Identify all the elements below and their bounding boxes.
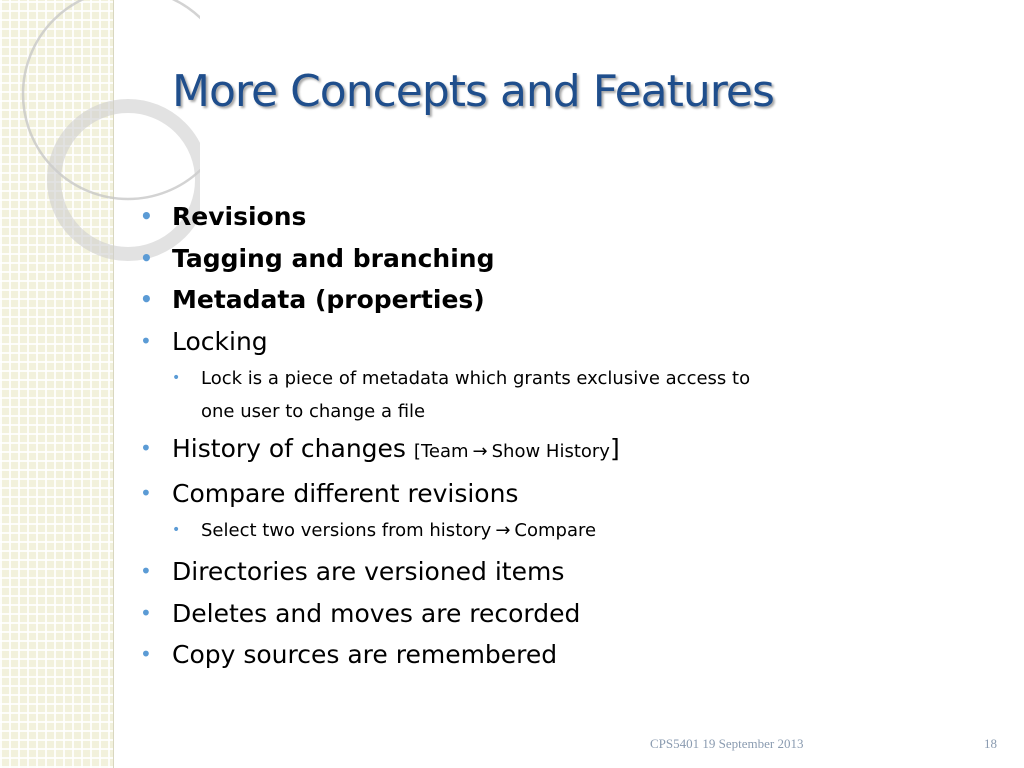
- bullet-text: Copy sources are remembered: [172, 640, 558, 669]
- bullet-locking: Locking: [140, 321, 1000, 363]
- bullet-tagging: Tagging and branching: [140, 238, 1000, 280]
- decorative-arcs: [21, 0, 200, 261]
- bullet-text: Revisions: [172, 202, 307, 231]
- bullet-compare: Compare different revisions: [140, 473, 1000, 515]
- menu-path-end: Show History: [491, 441, 610, 462]
- bullet-revisions: Revisions: [140, 196, 1000, 238]
- bullet-text: Compare different revisions: [172, 478, 519, 508]
- arrow-right-icon: →: [472, 441, 488, 462]
- bullet-metadata: Metadata (properties): [140, 279, 1000, 321]
- sub-bullet-compare-desc: Select two versions from history→Compare: [172, 514, 1000, 547]
- sub-bullet-lock-desc: Lock is a piece of metadata which grants…: [172, 362, 1000, 428]
- sub-bullet-text-line2: one user to change a file: [201, 401, 426, 422]
- decorative-sidebar: [0, 0, 114, 768]
- bullet-text: Deletes and moves are recorded: [172, 598, 581, 628]
- sub-bullet-text: Select two versions from history: [201, 520, 492, 541]
- sub-bullet-text-end: Compare: [514, 520, 597, 541]
- footer-page-number: 18: [984, 736, 997, 751]
- bullet-text: Metadata (properties): [172, 285, 485, 314]
- bullet-directories: Directories are versioned items: [140, 551, 1000, 593]
- bullet-text: Locking: [172, 326, 268, 356]
- arrow-right-icon: →: [495, 520, 511, 541]
- bullet-text: History of changes: [172, 434, 406, 463]
- slide-title: More Concepts and Features: [172, 66, 775, 117]
- footer-course-date: CPS5401 19 September 2013: [650, 736, 804, 751]
- menu-path-bracket: ]: [609, 434, 620, 463]
- bullet-history: History of changes [Team→Show History]: [140, 428, 1000, 473]
- bullet-list: Revisions Tagging and branching Metadata…: [140, 196, 1000, 676]
- bullet-text: Directories are versioned items: [172, 557, 565, 586]
- sub-bullet-text-line1: Lock is a piece of metadata which grants…: [201, 368, 751, 389]
- bullet-copy: Copy sources are remembered: [140, 634, 1000, 676]
- bullet-text: Tagging and branching: [172, 243, 495, 273]
- menu-path-start: [Team: [413, 441, 469, 462]
- bullet-deletes: Deletes and moves are recorded: [140, 593, 1000, 635]
